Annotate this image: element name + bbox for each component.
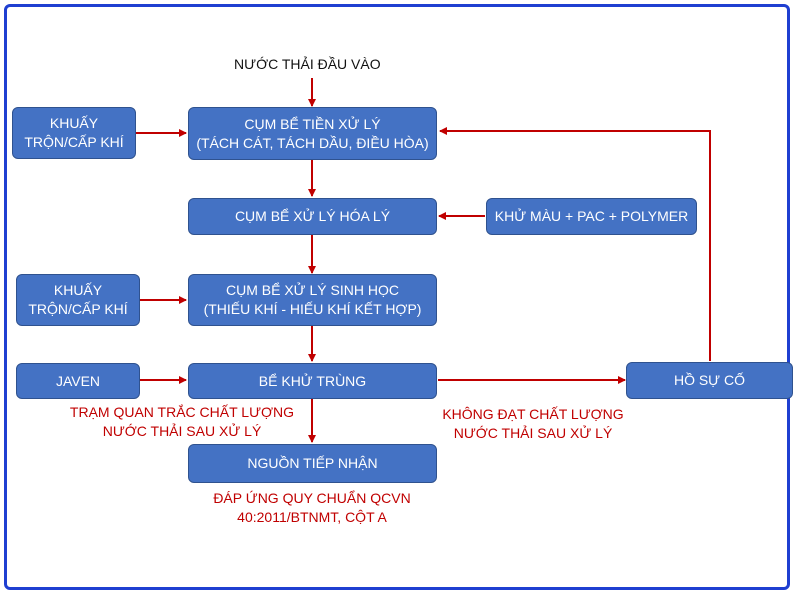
box-line: CỤM BỂ XỬ LÝ HÓA LÝ	[234, 208, 391, 224]
box-line: BỂ KHỬ TRÙNG	[258, 372, 367, 389]
box-line: CỤM BỂ TIỀN XỬ LÝ	[244, 115, 381, 132]
quality-fail-note: KHÔNG ĐẠT CHẤT LƯỢNG NƯỚC THẢI SAU XỬ LÝ	[436, 405, 630, 443]
note-line: 40:2011/BTNMT, CỘT A	[237, 509, 387, 525]
box-line: KHUẤY	[53, 282, 103, 298]
box-line: (THIẾU KHÍ - HIẾU KHÍ KẾT HỢP)	[203, 301, 422, 317]
box-line: CỤM BỂ XỬ LÝ SINH HỌC	[226, 282, 399, 298]
note-line: ĐÁP ỨNG QUY CHUẨN QCVN	[213, 490, 411, 506]
mixing-aeration-box-1: KHUẤY TRỘN/CẤP KHÍ	[12, 107, 136, 159]
physicochemical-box: CỤM BỂ XỬ LÝ HÓA LÝ	[188, 198, 437, 235]
box-line: KHỬ MÀU + PAC + POLYMER	[494, 208, 689, 224]
box-line: HỒ SỰ CỐ	[673, 372, 746, 388]
box-line: JAVEN	[55, 372, 101, 389]
box-line: KHUẤY	[49, 115, 99, 131]
input-label: NƯỚC THẢI ĐẦU VÀO	[234, 56, 381, 72]
box-line: NGUỒN TIẾP NHẬN	[247, 455, 378, 471]
note-line: NƯỚC THẢI SAU XỬ LÝ	[453, 425, 613, 441]
note-line: KHÔNG ĐẠT CHẤT LƯỢNG	[442, 406, 624, 422]
receiving-source-box: NGUỒN TIẾP NHẬN	[188, 444, 437, 483]
arrow-incident-to-pre	[439, 127, 711, 361]
dosing-box: KHỬ MÀU + PAC + POLYMER	[486, 198, 697, 235]
monitoring-station-note: TRẠM QUAN TRẮC CHẤT LƯỢNG NƯỚC THẢI SAU …	[52, 403, 312, 441]
standard-note: ĐÁP ỨNG QUY CHUẨN QCVN 40:2011/BTNMT, CỘ…	[195, 489, 429, 527]
incident-pond-box: HỒ SỰ CỐ	[626, 362, 793, 399]
note-line: NƯỚC THẢI SAU XỬ LÝ	[102, 423, 262, 439]
disinfection-box: BỂ KHỬ TRÙNG	[188, 363, 437, 399]
pretreatment-box: CỤM BỂ TIỀN XỬ LÝ (TÁCH CÁT, TÁCH DẦU, Đ…	[188, 107, 437, 160]
javen-box: JAVEN	[16, 363, 140, 399]
box-line: TRỘN/CẤP KHÍ	[24, 134, 124, 150]
note-line: TRẠM QUAN TRẮC CHẤT LƯỢNG	[69, 404, 295, 420]
biological-box: CỤM BỂ XỬ LÝ SINH HỌC (THIẾU KHÍ - HIẾU …	[188, 274, 437, 326]
box-line: (TÁCH CÁT, TÁCH DẦU, ĐIỀU HÒA)	[196, 134, 429, 151]
mixing-aeration-box-2: KHUẤY TRỘN/CẤP KHÍ	[16, 274, 140, 326]
box-line: TRỘN/CẤP KHÍ	[28, 301, 128, 317]
